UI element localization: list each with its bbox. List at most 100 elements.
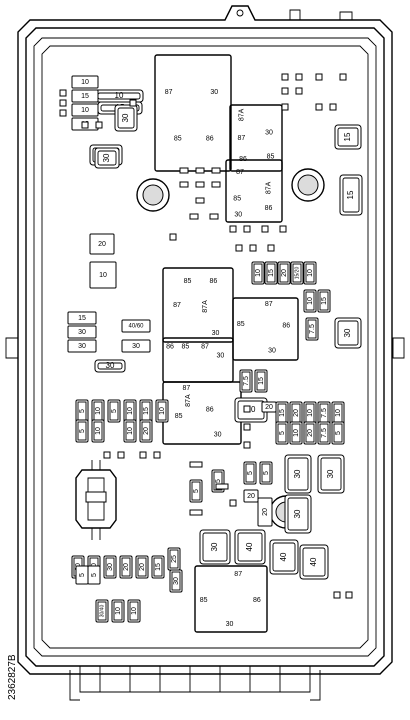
small-label-block: 15 [67, 311, 97, 325]
relay-pin-label: 86 [253, 597, 261, 604]
large-fuse: 15 [339, 174, 363, 216]
relay-pin-label: 30 [268, 348, 276, 355]
mini-fuse-rating: 15 [258, 377, 265, 385]
large-fuse: 30 [317, 454, 345, 494]
mini-fuse-rating: 5 [247, 471, 254, 475]
mini-fuse: 15 [254, 369, 268, 393]
large-fuse-rating: 40 [279, 552, 288, 561]
small-label-text: 15 [78, 315, 86, 322]
mini-fuse-rating: 10 [293, 429, 300, 437]
mini-fuse-rating: 7.5 [321, 408, 328, 418]
relay-outline [154, 54, 232, 172]
mini-fuse: 20 [139, 419, 153, 443]
mini-fuse: 20 [289, 401, 303, 425]
mini-fuse: 15 [275, 401, 289, 425]
small-label-block: 10 [89, 261, 117, 289]
mini-fuse: 5 [275, 421, 289, 445]
relay-pin-label: 85 [175, 413, 183, 420]
relay-pin-label: 30 [265, 130, 273, 137]
mini-fuse-rating: 15 [279, 409, 286, 417]
small-label-text: 20 [247, 493, 255, 500]
mini-fuse-rating: 20 [143, 427, 150, 435]
mini-fuse: 5 [189, 479, 203, 503]
mini-fuse-rating: 5 [279, 431, 286, 435]
large-fuse-group: 1015301520151530303030404040303030 [89, 89, 363, 580]
relay-pin-label: 87 [234, 571, 242, 578]
mini-fuse: 15 [264, 261, 278, 285]
large-fuse: 30 [114, 104, 138, 132]
relay-pin-label: 87 [183, 385, 191, 392]
large-fuse: 40 [234, 529, 266, 565]
small-terminals [59, 73, 353, 599]
small-label-block: 30 [121, 339, 151, 353]
mini-fuse-rating: 15 [143, 407, 150, 415]
mini-fuse: 5 [107, 399, 121, 423]
mini-fuse-rating: 10 [159, 407, 166, 415]
large-fuse-rating: 30 [121, 113, 130, 122]
mini-fuse-rating: 20 [293, 409, 300, 417]
large-fuse: 30 [199, 529, 231, 565]
mini-fuse-rating: 10 [127, 407, 134, 415]
mini-fuse-rating: 10 [255, 269, 262, 277]
mini-fuse-rating: 10 [307, 409, 314, 417]
relay-pin-label: 87 [236, 169, 244, 176]
mini-fuse: 25 [167, 547, 181, 571]
mini-fuse: 10 [123, 399, 137, 423]
mini-fuse-rating: 5 [79, 409, 86, 413]
small-label-block: 20 [89, 233, 115, 255]
large-fuse: 30 [334, 317, 362, 349]
connector-sketch [75, 460, 117, 540]
mini-fuse-rating: 20 [139, 563, 146, 571]
relay-outline [194, 565, 268, 633]
relay-pin-label: 87 [165, 89, 173, 96]
small-label-text: 10 [81, 107, 89, 114]
relay-8: 87 85 86 30 [194, 565, 268, 633]
large-fuse: 40 [269, 539, 299, 575]
small-label-text: 20 [262, 508, 269, 516]
relay-pin-label: 86 [282, 323, 290, 330]
mini-fuse: 15/20 [290, 261, 304, 285]
small-label-block: 20 [257, 497, 273, 527]
large-fuse-rating: 15 [343, 132, 352, 141]
mini-fuse-rating: 10 [95, 427, 102, 435]
relay-pin-label: 87A [265, 181, 272, 194]
relay-pin-label: 30 [226, 621, 234, 628]
mini-fuse-rating: 20 [307, 429, 314, 437]
large-fuse-rating: 30 [102, 153, 111, 162]
mini-fuse-rating: 10 [127, 427, 134, 435]
mini-fuse-rating: 7.5 [243, 376, 250, 386]
mini-fuse: 10 [303, 289, 317, 313]
mini-fuse: 30/40 [95, 599, 109, 623]
mini-fuse-rating: 15/20 [294, 267, 300, 280]
mini-fuse-rating: 10 [307, 297, 314, 305]
relay-pin-label: 86 [206, 135, 214, 142]
mini-fuse: 5 [75, 399, 89, 423]
relay-pin-label: 85 [174, 135, 182, 142]
mini-fuse: 10 [331, 401, 345, 425]
mini-fuse: 10 [303, 401, 317, 425]
mini-fuse: 7.5 [305, 317, 319, 341]
relay-pin-label: 87A [202, 300, 209, 313]
mini-fuse-rating: 10 [115, 607, 122, 615]
mini-fuse-rating: 5 [215, 479, 222, 483]
relay-pin-label: 87 [265, 301, 273, 308]
small-label-text: 30 [78, 329, 86, 336]
large-fuse: 30 [94, 147, 120, 169]
mini-fuse-rating: 10 [307, 269, 314, 277]
large-fuse-rating: 30 [210, 542, 219, 551]
mini-fuse-rating: 15 [321, 297, 328, 305]
mini-fuse: 10 [91, 399, 105, 423]
large-fuse: 15 [334, 124, 362, 150]
mini-fuse-rating: 30 [107, 563, 114, 571]
fuse-box-housing [5, 5, 405, 701]
mini-fuse: 10 [303, 261, 317, 285]
mini-fuse-rating: 25 [171, 555, 178, 563]
small-label-text: 30 [78, 343, 86, 350]
mini-fuse: 5 [243, 461, 257, 485]
mini-fuse-rating: 20 [123, 563, 130, 571]
relay-pin-label: 85 [200, 597, 208, 604]
